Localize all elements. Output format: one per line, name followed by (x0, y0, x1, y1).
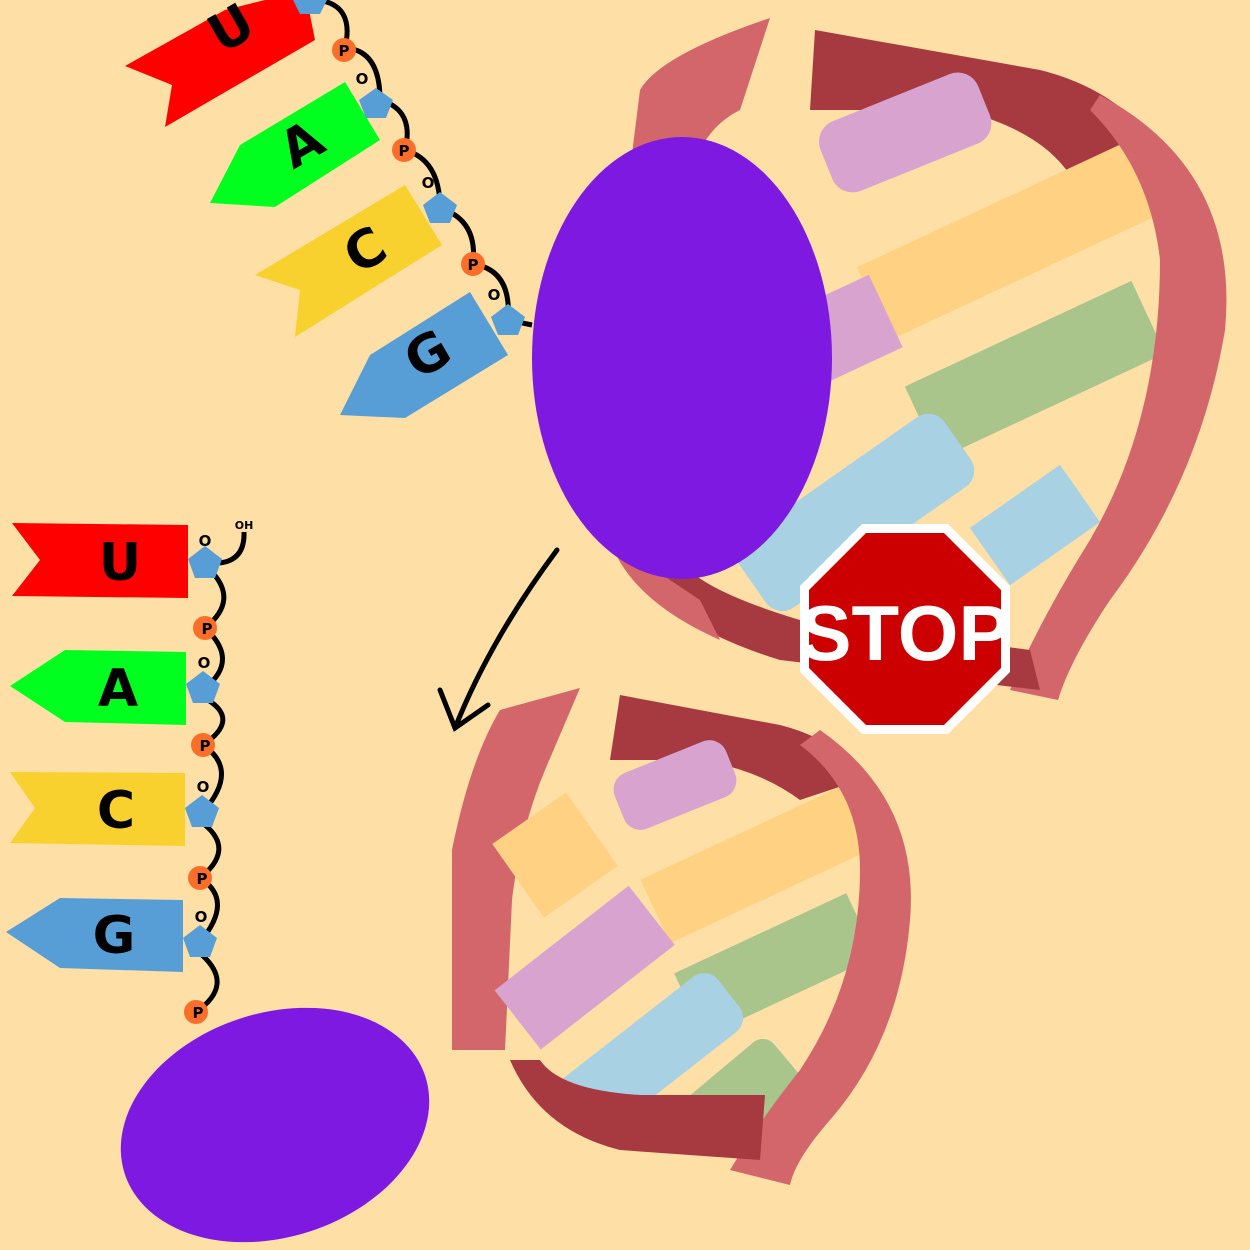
base-label: C (97, 781, 135, 841)
ribosome-top (532, 137, 832, 579)
sugar-pentagon-icon (293, 0, 525, 335)
hydroxyl-label: OH (235, 519, 254, 532)
svg-text:P: P (193, 1004, 204, 1022)
svg-text:O: O (422, 174, 435, 192)
svg-text:O: O (199, 532, 212, 550)
svg-text:P: P (339, 42, 350, 60)
base-A-arrow (210, 82, 380, 207)
ribosome-bottom (120, 1007, 430, 1243)
phosphate-icon: P P P (332, 38, 485, 276)
oxygen-label: O O O O OH (195, 519, 254, 926)
svg-text:O: O (198, 654, 211, 672)
svg-text:P: P (468, 256, 479, 274)
svg-text:O: O (195, 908, 208, 926)
base-C-flag (255, 185, 442, 337)
base-C-flag (10, 772, 185, 846)
svg-text:P: P (200, 737, 211, 755)
oxygen-label: O O O (356, 70, 501, 304)
top-nucleotide-chain: U A C G P P P O O O (125, 0, 533, 418)
stop-sign-icon: STOP (800, 524, 1011, 734)
base-U-flag (12, 523, 188, 598)
sugar-pentagon-icon (183, 546, 222, 957)
svg-text:P: P (197, 870, 208, 888)
bottom-nucleotide-chain: U A C G P P P P O O O O OH (6, 519, 253, 1024)
svg-text:O: O (197, 778, 210, 796)
base-G-arrow (6, 898, 183, 972)
bottom-helix (452, 688, 911, 1185)
base-G-arrow (340, 292, 508, 418)
svg-text:O: O (488, 286, 501, 304)
base-label: A (98, 659, 138, 719)
svg-text:P: P (399, 142, 410, 160)
base-U-flag (125, 0, 315, 127)
svg-text:P: P (202, 620, 213, 638)
base-A-arrow (10, 650, 186, 725)
phosphate-icon: P P P P (184, 616, 217, 1024)
stop-text: STOP (800, 589, 1011, 677)
svg-text:O: O (356, 70, 369, 88)
base-label: U (99, 533, 141, 593)
arrow-icon (437, 547, 560, 732)
base-label: G (93, 906, 136, 966)
